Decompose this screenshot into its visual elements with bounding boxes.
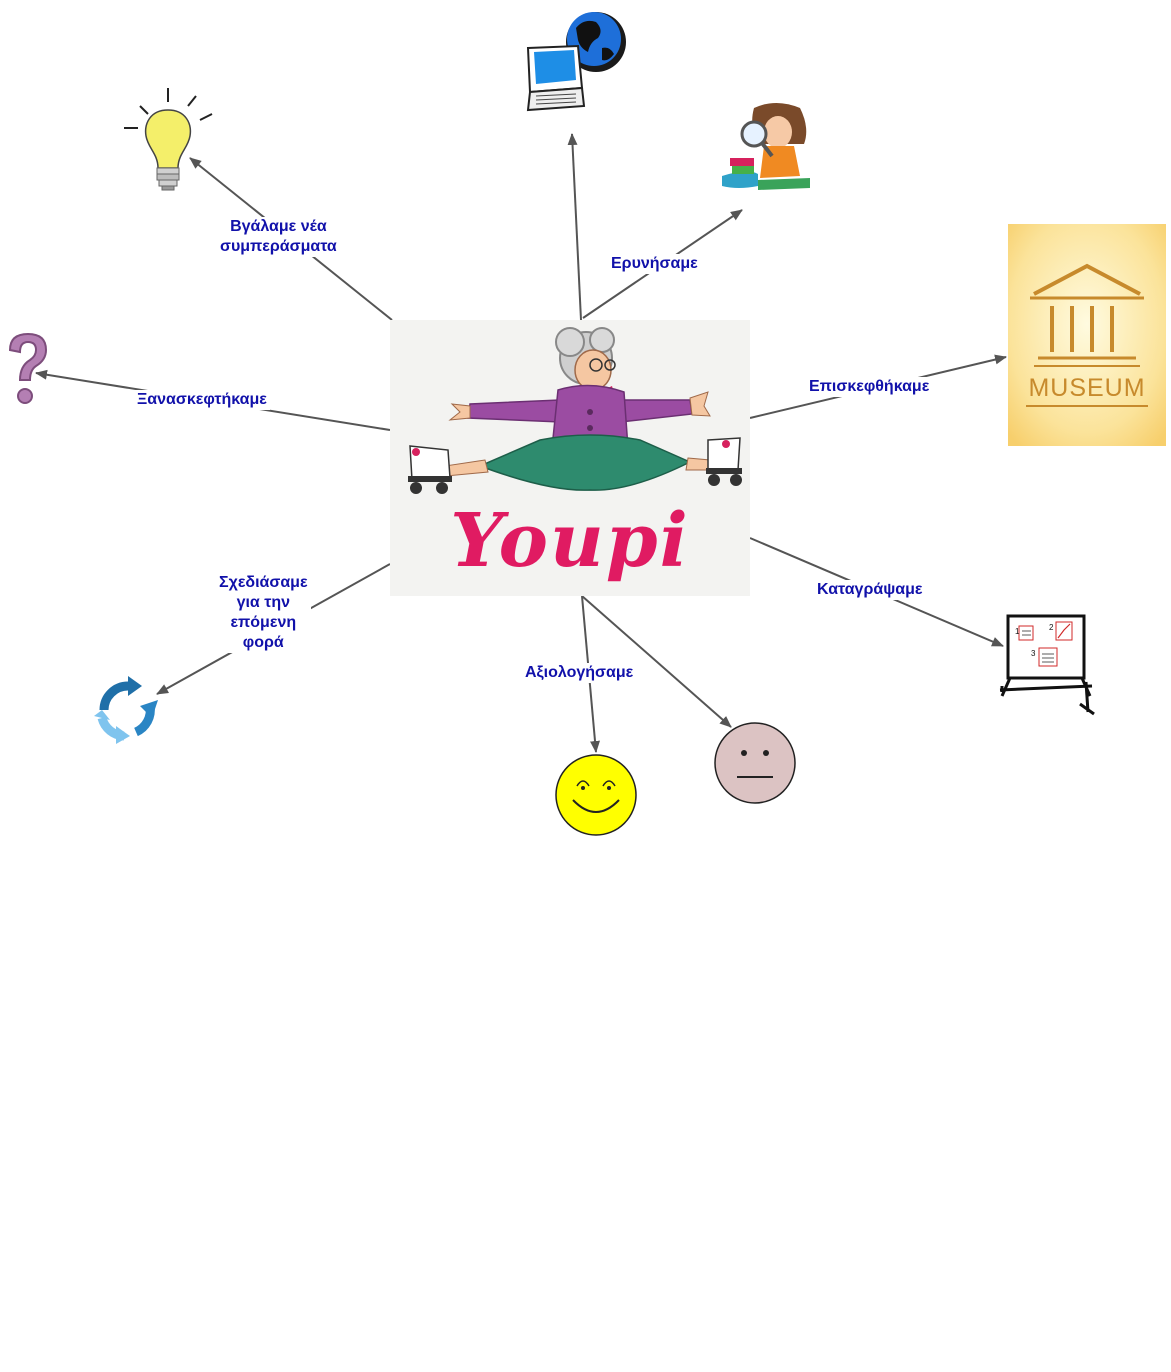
label-recorded: Καταγράψαμε: [814, 580, 926, 600]
museum-icon: [1008, 224, 1166, 446]
label-planned: Σχεδιάσαμε για την επόμενη φορά: [216, 573, 311, 653]
link-evaluated-neutral: [581, 595, 732, 728]
smiley-face-icon: [555, 754, 637, 836]
whiteboard-icon: 1 2 3: [999, 614, 1095, 716]
computer-globe-icon: [526, 12, 626, 112]
neutral-face-icon: [714, 722, 796, 804]
label-visited: Επισκεφθήκαμε: [806, 377, 933, 397]
lightbulb-icon: [124, 88, 213, 191]
question-mark-icon: [8, 332, 48, 404]
cycle-arrows-icon: [94, 676, 158, 744]
museum-node: MUSEUM: [1008, 224, 1166, 446]
label-conclusions: Βγάλαμε νέα συμπεράσματα: [217, 217, 340, 257]
whiteboard-number-1: 1: [1015, 627, 1020, 636]
whiteboard-number-3: 3: [1031, 649, 1036, 658]
label-researched: Ερυνήσαμε: [608, 254, 701, 274]
museum-text: MUSEUM: [1028, 374, 1146, 402]
whiteboard-node: 1 2 3: [996, 612, 1096, 716]
label-rethought: Ξανασκεφτήκαμε: [134, 390, 270, 410]
center-node-youpi: Youpi: [390, 320, 750, 596]
roller-skating-grandma-icon: [408, 327, 742, 494]
link-computer: [567, 133, 582, 321]
girl-magnifier-icon: [722, 103, 810, 190]
whiteboard-number-2: 2: [1049, 623, 1054, 632]
youpi-title: Youpi: [450, 498, 690, 584]
label-evaluated: Αξιολογήσαμε: [522, 663, 637, 683]
